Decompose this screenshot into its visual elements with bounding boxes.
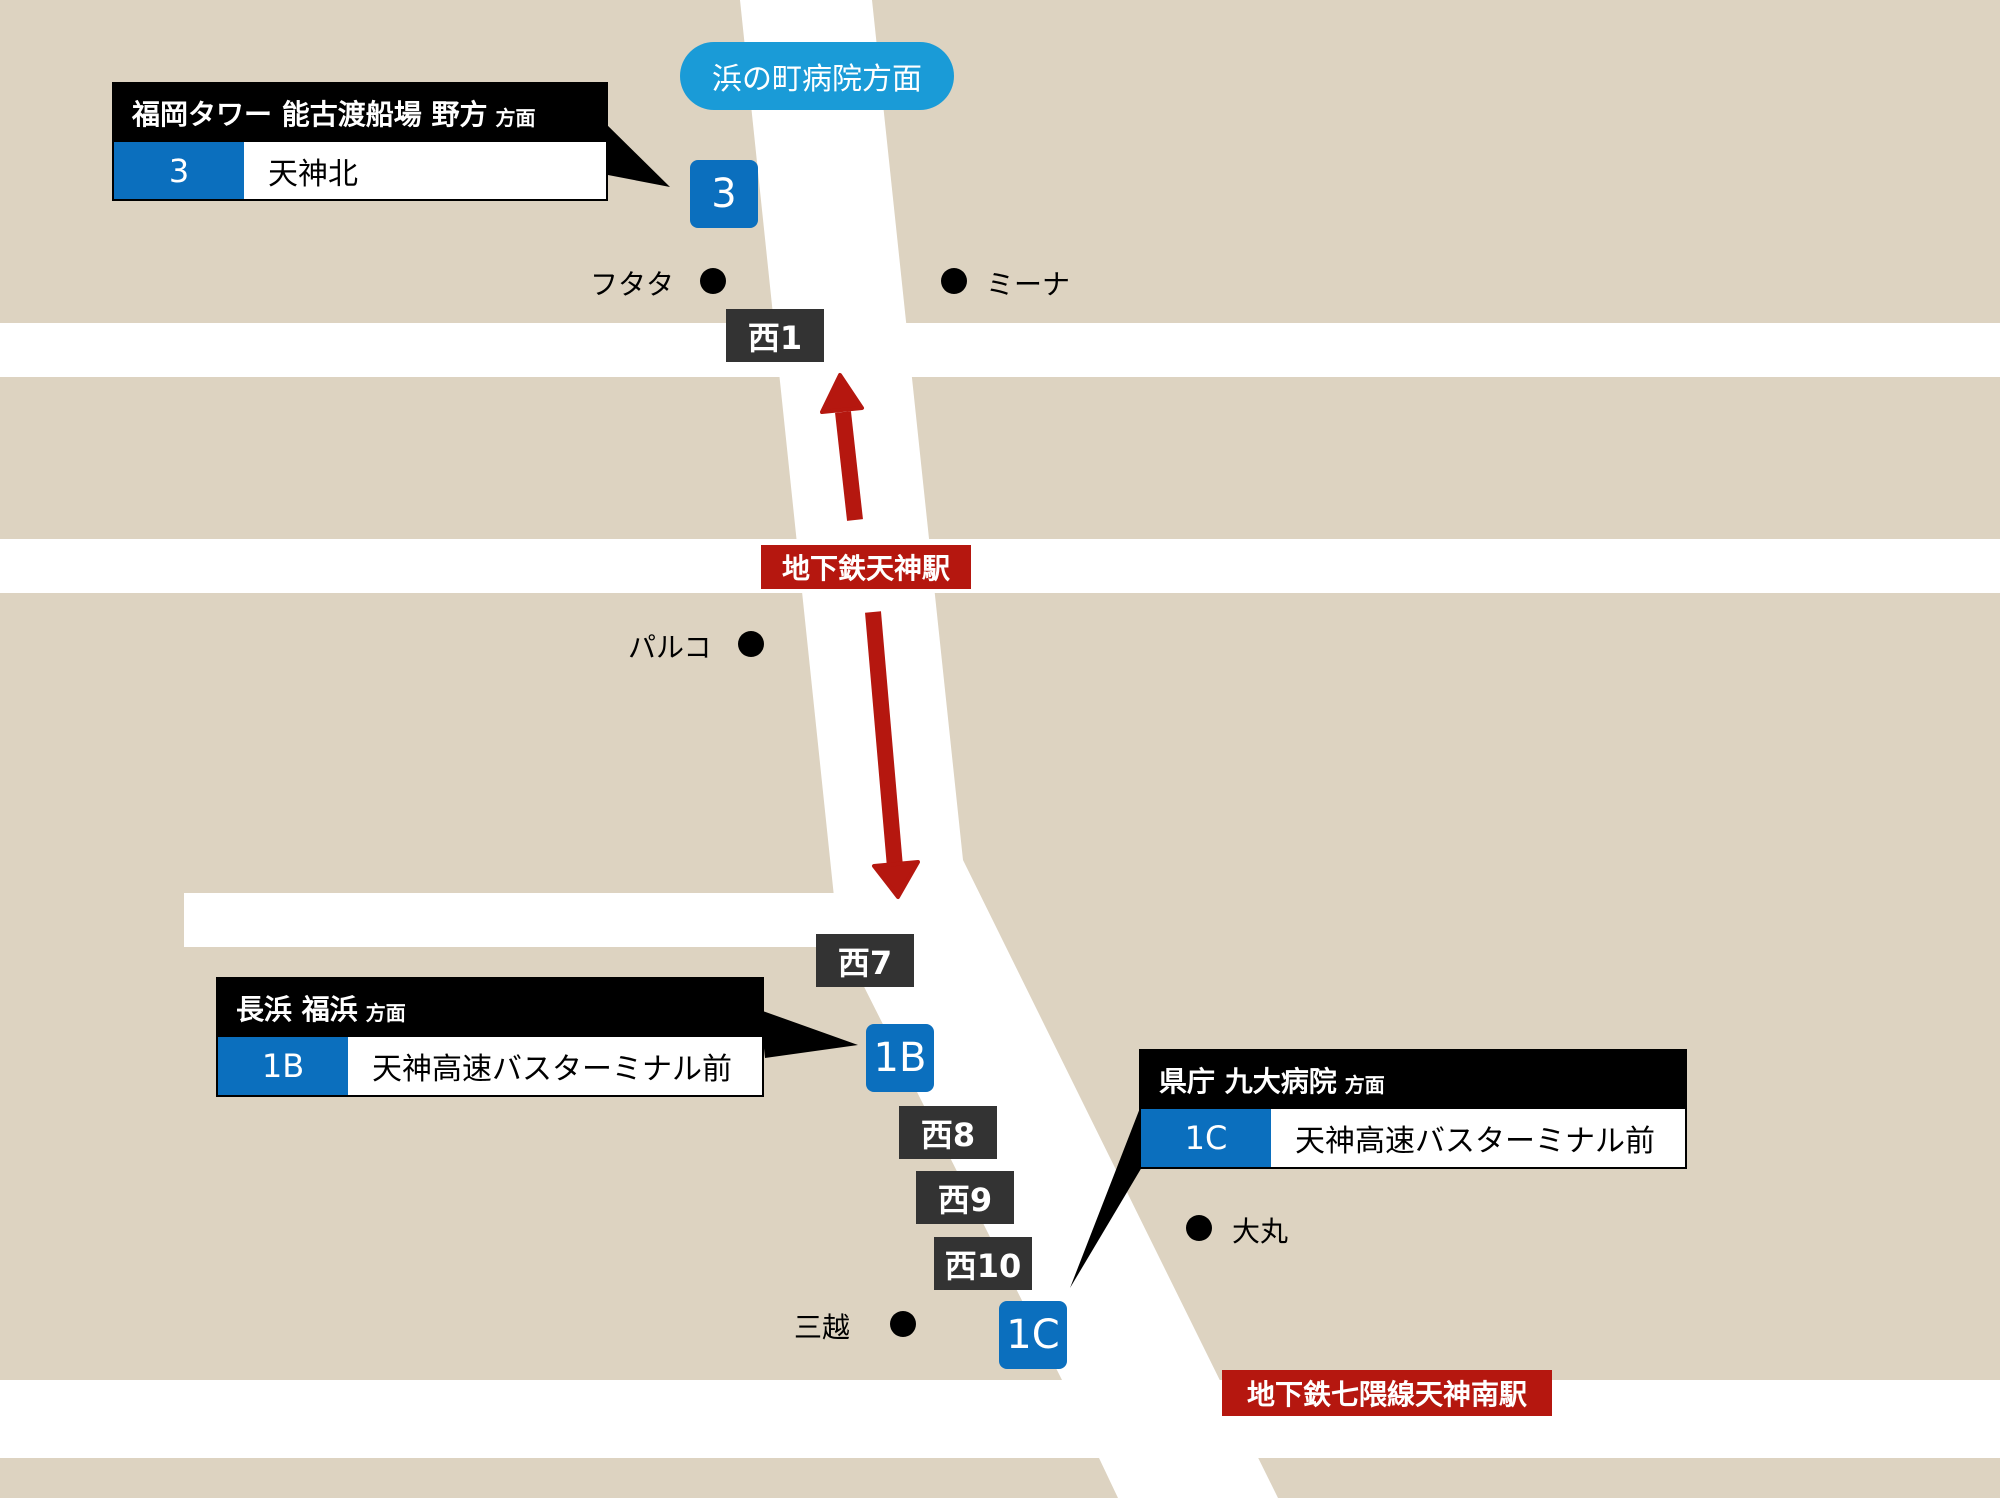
destinations-header: 長浜 福浜 方面 (218, 979, 762, 1037)
stop-number: 3 (114, 142, 246, 199)
landmark-parco-dot (738, 631, 764, 657)
callout-pointer-1b (760, 1010, 858, 1058)
arrow-down (865, 611, 920, 899)
destinations-header: 県庁 九大病院 方面 (1141, 1051, 1685, 1109)
street-west-branch (184, 893, 844, 947)
arrow-up (820, 373, 864, 521)
stop-name: 天神高速バスターミナル前 (1271, 1109, 1685, 1167)
landmark-futata: フタタ (590, 268, 675, 301)
bus-stop-1c[interactable]: 1C (999, 1301, 1067, 1369)
stop-number: 1C (1141, 1109, 1273, 1167)
stop-name: 天神高速バスターミナル前 (348, 1037, 762, 1095)
direction-suffix: 方面 (1344, 1072, 1385, 1097)
destinations-text: 長浜 福浜 (236, 993, 358, 1026)
route-info-box-3[interactable]: 福岡タワー 能古渡船場 野方 方面 3 天神北 (112, 82, 608, 201)
landmark-daimaru-dot (1186, 1215, 1212, 1241)
direction-suffix: 方面 (365, 1000, 406, 1025)
stop-number: 1B (218, 1037, 350, 1095)
landmark-mina: ミーナ (986, 268, 1071, 301)
route-info-box-1b[interactable]: 長浜 福浜 方面 1B 天神高速バスターミナル前 (216, 977, 764, 1097)
exit-west-10: 西10 (934, 1237, 1032, 1290)
destinations-header: 福岡タワー 能古渡船場 野方 方面 (114, 84, 606, 142)
street-south (0, 1380, 2000, 1458)
street-north (0, 323, 2000, 377)
exit-west-1: 西1 (726, 309, 824, 362)
station-tenjin: 地下鉄天神駅 (761, 545, 971, 589)
destinations-text: 県庁 九大病院 (1159, 1065, 1337, 1098)
exit-west-8: 西8 (899, 1106, 997, 1159)
landmark-daimaru: 大丸 (1232, 1215, 1289, 1248)
callout-pointer-3 (600, 118, 670, 187)
bus-stop-1b[interactable]: 1B (866, 1024, 934, 1092)
main-avenue (740, 0, 1278, 1498)
stop-name: 天神北 (244, 142, 606, 199)
bus-stop-3[interactable]: 3 (690, 160, 758, 228)
landmark-parco: パルコ (628, 631, 712, 664)
station-tenjin-minami: 地下鉄七隈線天神南駅 (1222, 1370, 1552, 1416)
exit-west-9: 西9 (916, 1171, 1014, 1224)
destinations-text: 福岡タワー 能古渡船場 野方 (132, 98, 488, 131)
landmark-mitsukoshi: 三越 (794, 1311, 851, 1344)
landmark-mitsukoshi-dot (890, 1311, 916, 1337)
direction-suffix: 方面 (495, 105, 536, 130)
route-info-box-1c[interactable]: 県庁 九大病院 方面 1C 天神高速バスターミナル前 (1139, 1049, 1687, 1169)
direction-label-top: 浜の町病院方面 (680, 42, 954, 110)
street-middle (0, 539, 2000, 593)
landmark-futata-dot (700, 268, 726, 294)
landmark-mina-dot (941, 268, 967, 294)
exit-west-7: 西7 (816, 934, 914, 987)
